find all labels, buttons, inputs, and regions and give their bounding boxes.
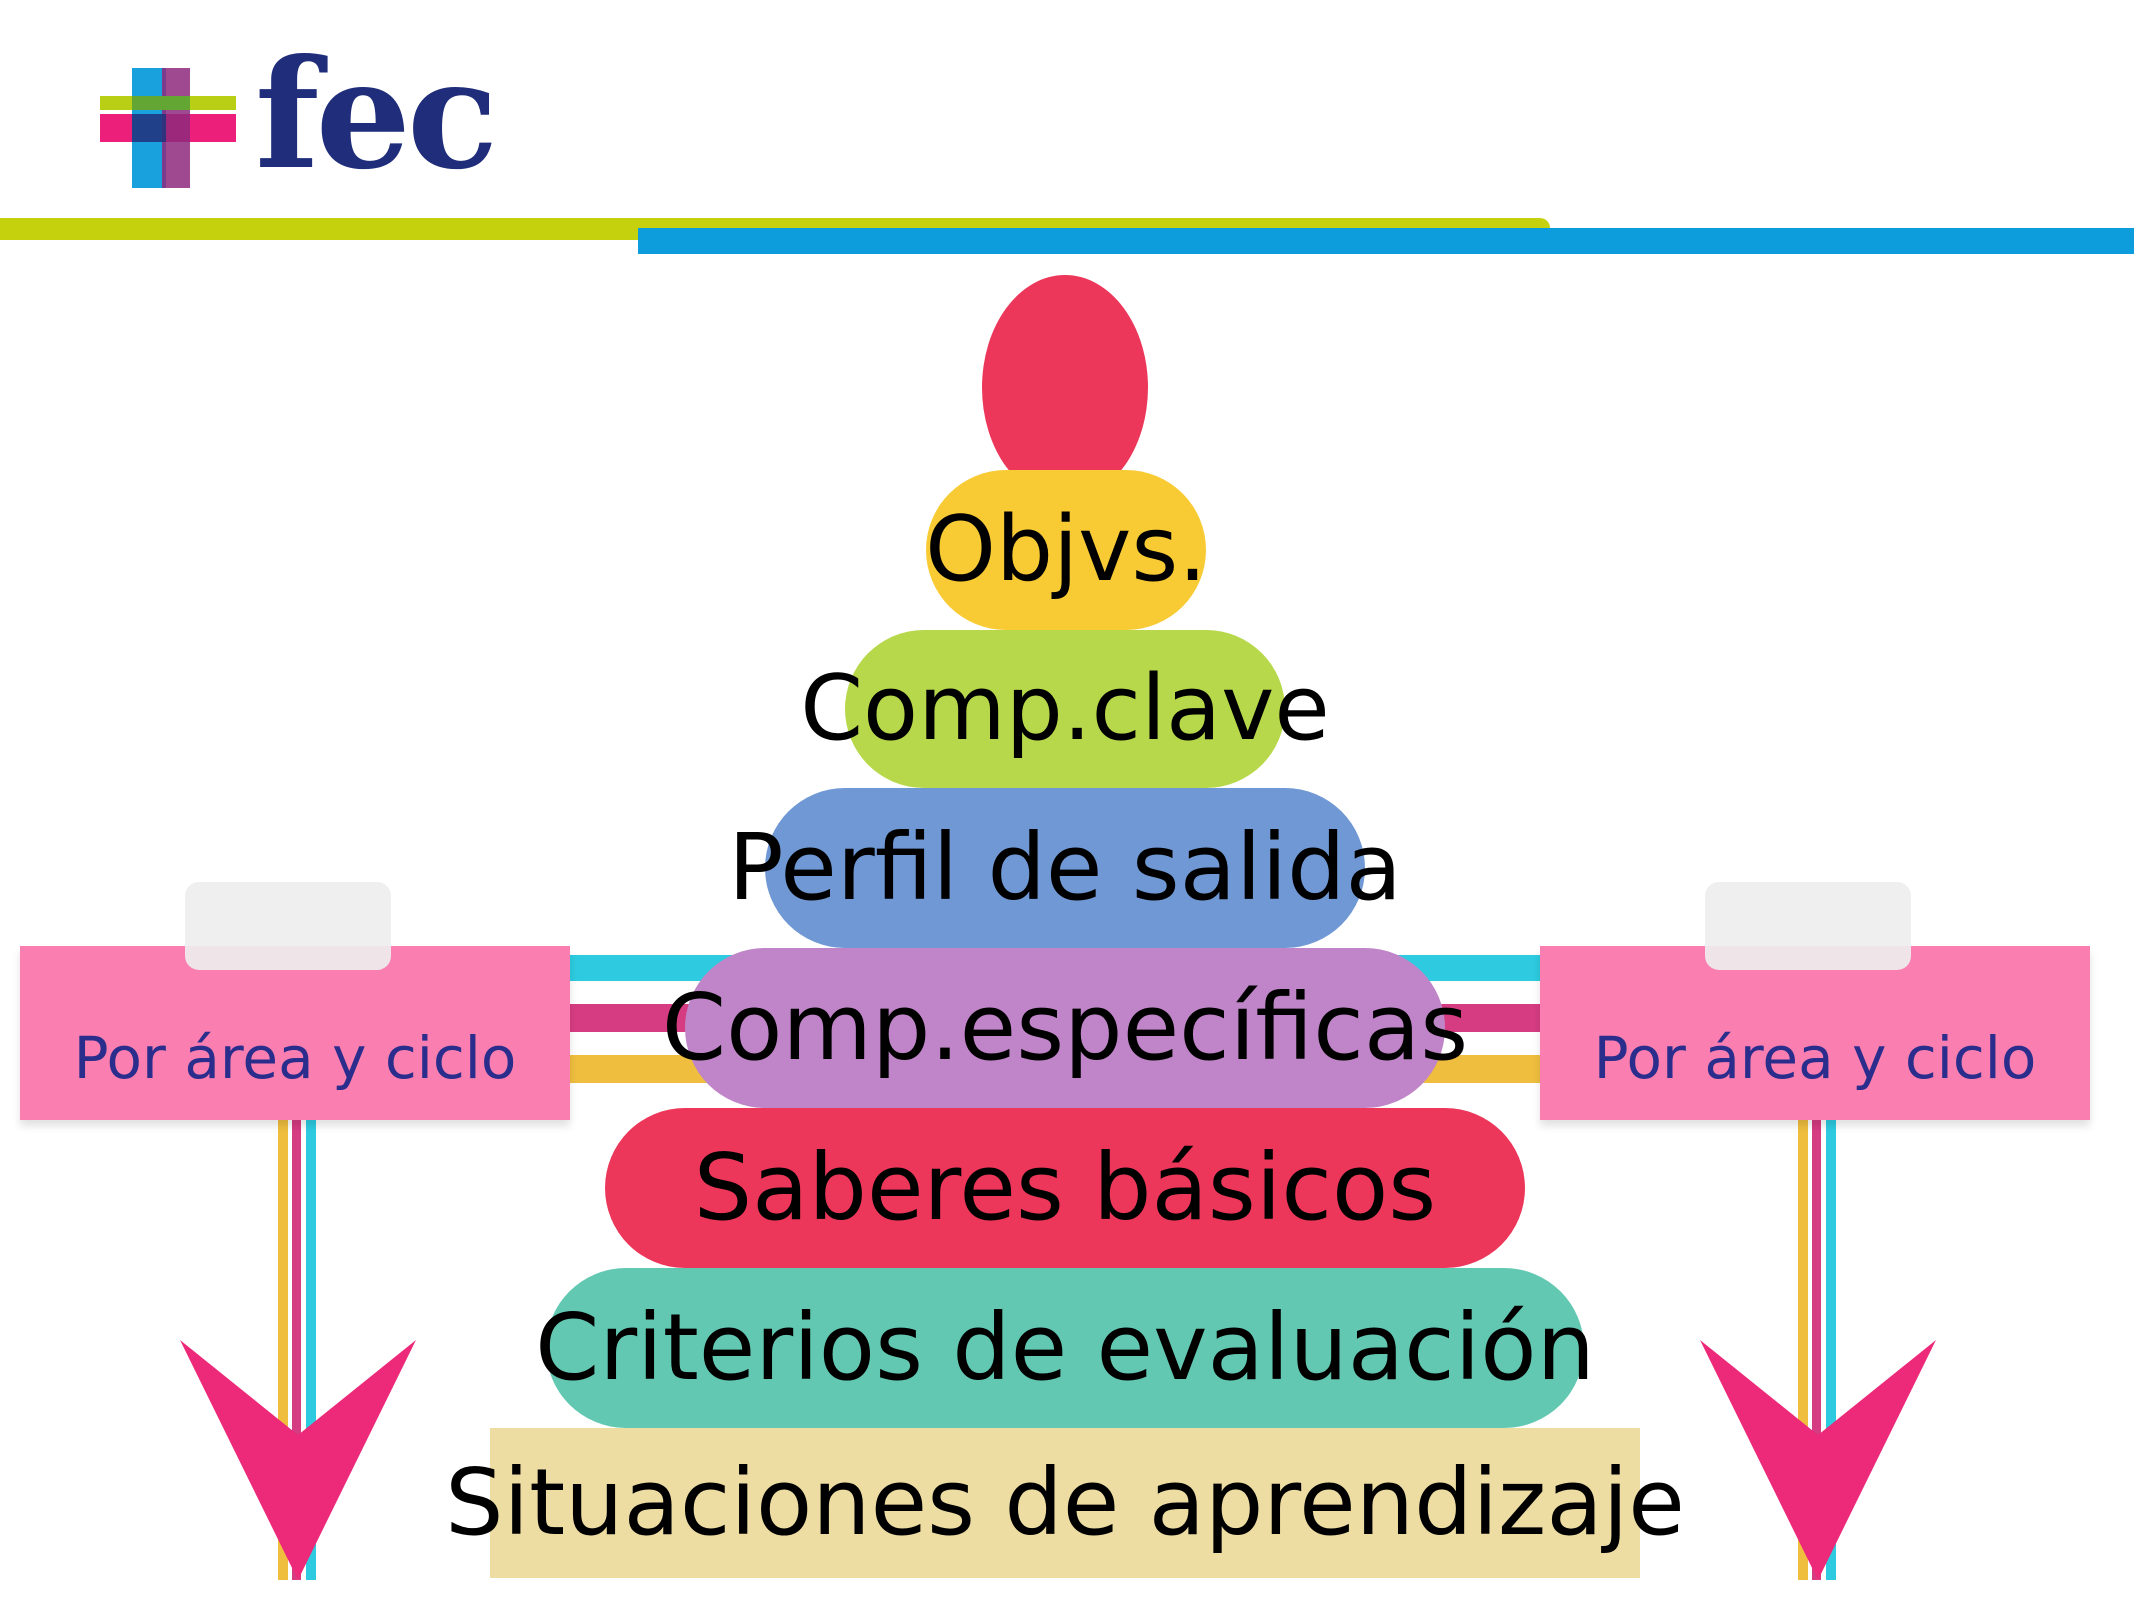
pyramid-layer-saberes-basicos: Saberes básicos [605, 1108, 1525, 1268]
pyramid-label: Objvs. [925, 497, 1207, 602]
arrow-down-left-icon [180, 1340, 416, 1580]
pyramid-layer-criterios-evaluacion: Criterios de evaluación [535, 1268, 1595, 1428]
pyramid-label: Criterios de evaluación [535, 1294, 1595, 1401]
pyramid-label: Comp.específicas [661, 974, 1469, 1081]
arrow-down-right-icon [1700, 1340, 1936, 1580]
right-vertical-stripes [1798, 1120, 1840, 1580]
pyramid-label: Perfil de salida [728, 814, 1402, 921]
pyramid-layer-perfil-salida: Perfil de salida [728, 788, 1402, 948]
pyramid-layer-comp-clave: Comp.clave [800, 630, 1330, 788]
cross-logo-icon [100, 68, 236, 188]
header-line-blue [638, 228, 2134, 254]
tape-right [1705, 882, 1911, 970]
side-box-label: Por área y ciclo [1593, 1024, 2037, 1092]
pyramid-label: Saberes básicos [693, 1134, 1437, 1241]
logo-text: fec [255, 27, 498, 203]
tape-left [185, 882, 391, 970]
side-box-label: Por área y ciclo [73, 1024, 517, 1092]
top-circle [982, 275, 1148, 500]
side-box-left: Por área y ciclo [20, 946, 570, 1120]
pyramid-layer-objetivos: Objvs. [925, 470, 1207, 630]
pyramid-label: Situaciones de aprendizaje [445, 1449, 1685, 1556]
left-vertical-stripes [278, 1120, 320, 1580]
side-box-right: Por área y ciclo [1540, 946, 2090, 1120]
pyramid-label: Comp.clave [800, 656, 1330, 761]
pyramid-layer-situaciones-aprendizaje: Situaciones de aprendizaje [445, 1428, 1685, 1578]
pyramid-layer-comp-especificas: Comp.específicas [662, 948, 1468, 1108]
